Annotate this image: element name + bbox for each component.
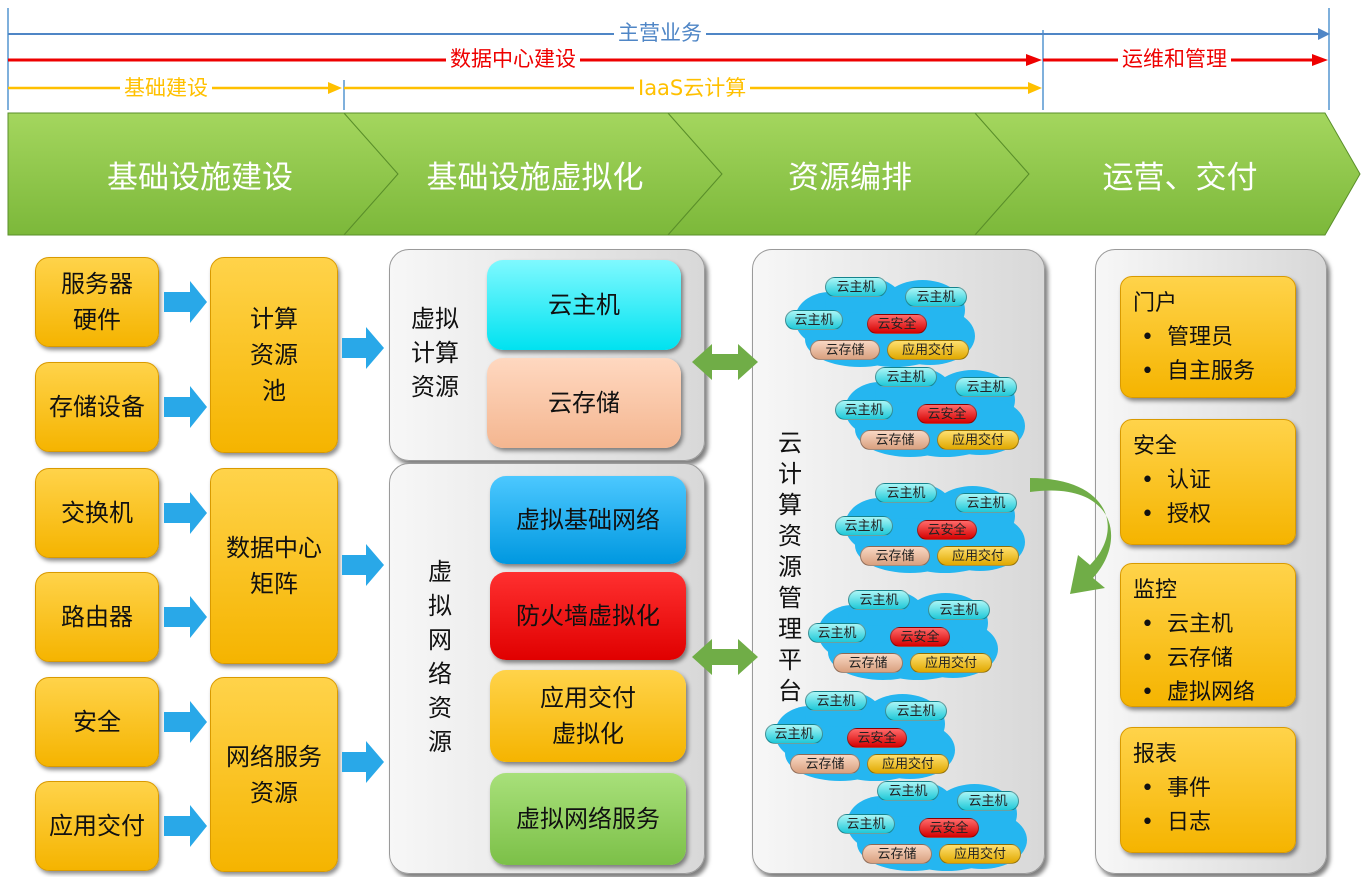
cloud-pill: 云存储 — [790, 754, 860, 774]
cloud-pill: 云主机 — [875, 483, 937, 503]
compute-pool-box: 计算 资源 池 — [210, 257, 338, 453]
stage-3-label: 资源编排 — [788, 159, 912, 196]
stage-4-label: 运营、交付 — [1102, 159, 1258, 196]
infra-build-label: 基础建设 — [120, 76, 212, 100]
arrow-right-icon — [342, 327, 384, 369]
security-item: 认证 — [1133, 464, 1295, 498]
cloud-pill: 云安全 — [919, 818, 979, 838]
cloud-pill: 应用交付 — [867, 754, 949, 774]
app-virt-box: 应用交付 虚拟化 — [490, 670, 686, 762]
cloud-pill: 云主机 — [957, 791, 1019, 811]
portal-title: 门户 — [1133, 291, 1178, 316]
monitor-item: 虚拟网络 — [1133, 676, 1295, 710]
security-item: 授权 — [1133, 498, 1295, 532]
report-box: 报表 事件日志 — [1120, 727, 1296, 853]
cloud-pill: 云主机 — [877, 781, 939, 801]
cloud-pill: 应用交付 — [937, 430, 1019, 450]
cloud-pill: 云主机 — [905, 287, 967, 307]
arrow-right-icon — [164, 492, 207, 534]
cloud-cluster: 云主机云主机云主机云安全云存储应用交付 — [837, 776, 1027, 871]
virtual-compute-label: 虚拟 计算 资源 — [411, 305, 459, 401]
arrow-right-icon — [342, 544, 384, 586]
security-title: 安全 — [1133, 434, 1178, 459]
arrow-right-icon — [342, 741, 384, 783]
cloud-cluster: 云主机云主机云主机云安全云存储应用交付 — [835, 478, 1025, 573]
iaas-label: IaaS云计算 — [634, 76, 751, 100]
router-box: 路由器 — [35, 572, 159, 662]
firewall-virt-box: 防火墙虚拟化 — [490, 572, 686, 660]
cloud-cluster: 云主机云主机云主机云安全云存储应用交付 — [835, 362, 1025, 457]
security-box: 安全 — [35, 677, 159, 767]
report-item: 日志 — [1133, 806, 1295, 840]
cloud-pill: 云安全 — [867, 314, 927, 334]
app-delivery-box: 应用交付 — [35, 781, 159, 871]
monitor-item: 云主机 — [1133, 608, 1295, 642]
cloud-host-box: 云主机 — [487, 260, 681, 350]
server-hardware-box: 服务器 硬件 — [35, 257, 159, 347]
stage-1-label: 基础设施建设 — [107, 159, 293, 196]
cloud-pill: 应用交付 — [937, 546, 1019, 566]
net-services-box: 网络服务 资源 — [210, 677, 338, 872]
ops-mgmt-label: 运维和管理 — [1118, 47, 1231, 71]
cloud-pill: 云主机 — [928, 600, 990, 620]
cloud-pill: 云主机 — [848, 590, 910, 610]
cloud-pill: 云主机 — [885, 701, 947, 721]
dc-fabric-box: 数据中心 矩阵 — [210, 468, 338, 664]
cloud-pill: 云存储 — [833, 653, 903, 673]
cloud-pill: 云安全 — [917, 520, 977, 540]
cloud-pill: 云安全 — [890, 627, 950, 647]
portal-item: 管理员 — [1133, 321, 1295, 355]
switch-box: 交换机 — [35, 468, 159, 558]
vnet-base-box: 虚拟基础网络 — [490, 476, 686, 564]
stage-2-label: 基础设施虚拟化 — [426, 159, 644, 196]
vnet-service-box: 虚拟网络服务 — [490, 773, 686, 865]
cloud-pill: 云主机 — [835, 516, 893, 536]
cloud-pill: 云主机 — [808, 623, 866, 643]
cloud-pill: 云主机 — [785, 310, 843, 330]
portal-box: 门户 管理员自主服务 — [1120, 276, 1296, 398]
monitor-title: 监控 — [1133, 578, 1178, 603]
storage-device-box: 存储设备 — [35, 362, 159, 452]
cloud-pill: 云主机 — [835, 400, 893, 420]
cloud-pill: 云存储 — [810, 340, 880, 360]
arrow-right-icon — [164, 596, 207, 638]
platform-label: 云 计 算 资 源 管 理 平 台 — [778, 429, 802, 705]
report-item: 事件 — [1133, 772, 1295, 806]
portal-item: 自主服务 — [1133, 355, 1295, 389]
cloud-pill: 云安全 — [847, 728, 907, 748]
report-title: 报表 — [1133, 742, 1178, 767]
cloud-storage-box: 云存储 — [487, 358, 681, 448]
dc-build-label: 数据中心建设 — [446, 47, 580, 71]
cloud-pill: 应用交付 — [910, 653, 992, 673]
security-ops-box: 安全 认证授权 — [1120, 419, 1296, 545]
cloud-pill: 云主机 — [825, 277, 887, 297]
cloud-cluster: 云主机云主机云主机云安全云存储应用交付 — [808, 585, 998, 680]
arrow-right-icon — [164, 701, 207, 743]
arrow-right-icon — [164, 805, 207, 847]
cloud-pill: 云主机 — [837, 814, 895, 834]
cloud-pill: 应用交付 — [939, 844, 1021, 864]
cloud-pill: 云安全 — [917, 404, 977, 424]
arrow-right-icon — [164, 281, 207, 323]
cloud-pill: 云主机 — [805, 691, 867, 711]
arrow-right-icon — [164, 386, 207, 428]
main-business-label: 主营业务 — [614, 21, 706, 45]
cloud-pill: 云存储 — [860, 546, 930, 566]
virtual-network-label: 虚 拟 网 络 资 源 — [428, 558, 452, 756]
cloud-pill: 云存储 — [862, 844, 932, 864]
cloud-pill: 应用交付 — [887, 340, 969, 360]
stage-labels: 基础设施建设 基础设施虚拟化 资源编排 运营、交付 — [0, 113, 1362, 235]
cloud-pill: 云主机 — [955, 377, 1017, 397]
cloud-pill: 云主机 — [955, 493, 1017, 513]
cloud-cluster: 云主机云主机云主机云安全云存储应用交付 — [785, 272, 975, 367]
cloud-pill: 云存储 — [860, 430, 930, 450]
cloud-pill: 云主机 — [765, 724, 823, 744]
monitor-item: 云存储 — [1133, 642, 1295, 676]
cloud-pill: 云主机 — [875, 367, 937, 387]
cloud-cluster: 云主机云主机云主机云安全云存储应用交付 — [765, 686, 955, 781]
